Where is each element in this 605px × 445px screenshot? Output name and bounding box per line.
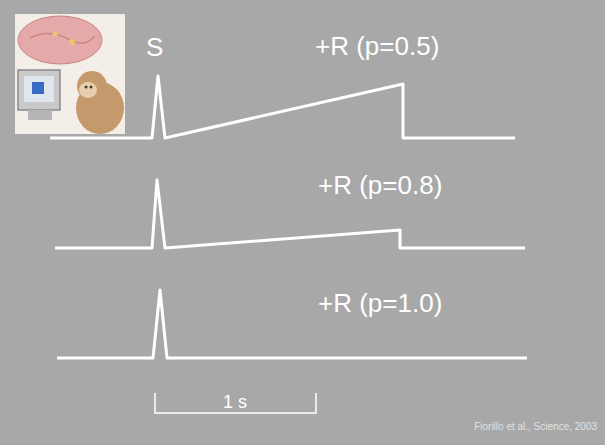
brain-spot	[53, 32, 58, 37]
monkey-face	[79, 82, 97, 98]
monitor-stand	[28, 110, 52, 120]
brain-spot	[69, 39, 75, 45]
citation-note: Fiorillo et al., Science, 2003	[474, 422, 597, 432]
response-trace	[50, 76, 515, 138]
illustration-ground	[15, 14, 125, 134]
monkey-head	[77, 71, 107, 101]
brain	[18, 16, 102, 64]
monkey-eye	[85, 86, 88, 89]
response-trace	[55, 180, 525, 248]
reward-label: +R (p=0.8)	[318, 172, 442, 198]
neural-traces	[50, 76, 527, 358]
monitor	[18, 70, 60, 110]
stimulus-label: S	[146, 34, 163, 60]
monkey-illustration	[15, 14, 125, 134]
reward-label: +R (p=1.0)	[318, 290, 442, 316]
brain-fold	[30, 33, 95, 43]
scale-bar	[155, 393, 316, 413]
screen-stimulus	[32, 82, 44, 94]
reward-label: +R (p=0.5)	[315, 33, 439, 59]
scale-label: 1 s	[223, 393, 247, 411]
response-trace	[57, 290, 527, 358]
monitor-screen	[24, 76, 54, 102]
monkey-eye	[90, 86, 93, 89]
